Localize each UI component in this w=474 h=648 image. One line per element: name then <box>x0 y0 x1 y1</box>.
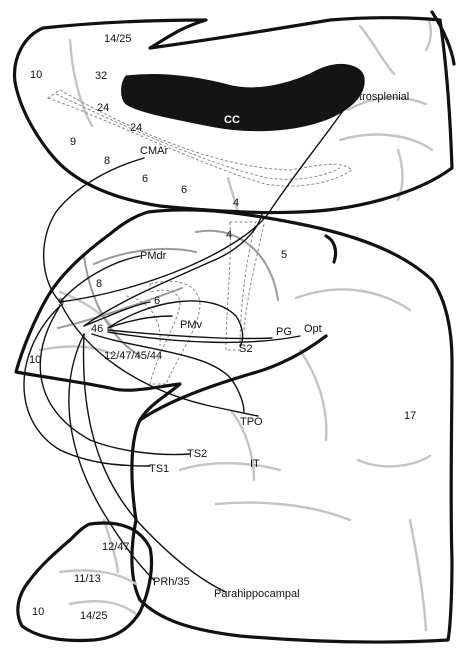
label-area-6-lateral: 6 <box>154 295 160 307</box>
label-prh-35: PRh/35 <box>153 576 190 588</box>
orbital-sulcus-3 <box>102 518 120 574</box>
connection-46-opt <box>107 331 301 344</box>
label-cmar: CMAr <box>140 145 168 157</box>
label-tpo: TPO <box>240 416 263 428</box>
label-area-6-a: 6 <box>142 173 148 185</box>
medial-sulcus-3 <box>338 133 434 152</box>
connection-46-prh <box>68 333 155 581</box>
label-pmdr: PMdr <box>140 250 167 262</box>
label-s2: S2 <box>239 343 252 355</box>
label-orbital-14-25: 14/25 <box>80 610 108 622</box>
lateral-sulcus-4 <box>230 410 256 482</box>
lunate-sulcus <box>324 234 338 264</box>
label-it: IT <box>250 458 260 470</box>
connection-9-ts2 <box>39 305 191 456</box>
connection-46-pmdr <box>83 213 263 327</box>
medial-sulcus-2 <box>346 96 428 112</box>
arcuate-sulcus <box>93 247 197 265</box>
connection-9-tpo <box>59 301 259 417</box>
corpus-callosum <box>121 63 365 132</box>
medial-sulcus-5 <box>68 38 94 128</box>
lateral-sulcus-7 <box>58 290 114 328</box>
medial-sulcus-1 <box>358 24 396 76</box>
orbital-outline <box>16 521 154 643</box>
medial-hemisphere-outline <box>12 16 454 215</box>
label-orbital-10: 10 <box>32 606 44 618</box>
label-area-9-lateral: 9 <box>58 297 64 309</box>
medial-occipital-pole <box>430 10 456 66</box>
label-area-5: 5 <box>281 249 287 261</box>
medial-sulcus-4 <box>396 148 404 202</box>
label-pmv: PMv <box>180 319 203 331</box>
lateral-sulcus-3 <box>356 454 432 468</box>
lateral-sulcus-1 <box>294 288 412 312</box>
frontal-arc <box>83 255 141 357</box>
principal-sulcus <box>57 287 183 329</box>
lateral-sulcus-9 <box>408 518 428 632</box>
lateral-sulcus-6 <box>178 462 282 472</box>
label-area-46: 46 <box>91 323 103 335</box>
orbital-sulcus-1 <box>58 569 138 586</box>
label-area-12-47-45-44: 12/47/45/44 <box>104 350 162 362</box>
central-sulcus-band-a <box>225 221 257 351</box>
label-area-8-medial: 8 <box>104 155 110 167</box>
connection-9-cmar <box>42 157 145 303</box>
lateral-view <box>14 208 454 644</box>
connection-46-s2 <box>107 300 244 347</box>
lateral-sulcus-8 <box>38 345 114 356</box>
label-area-8-lateral: 8 <box>96 278 102 290</box>
lateral-sulcus-2 <box>298 348 328 442</box>
label-medial-14-25: 14/25 <box>104 33 132 45</box>
connection-lines <box>23 103 349 593</box>
connection-9-retrosplenial <box>59 103 349 303</box>
connection-46-parahippocampal <box>82 333 227 593</box>
label-retrosplenial: Retrosplenial <box>345 91 409 103</box>
label-ts1: TS1 <box>149 463 169 475</box>
connection-46-pmv <box>107 315 173 329</box>
parietal-arc <box>195 229 279 301</box>
connection-46-pg <box>107 329 273 340</box>
label-area-24-upper: 24 <box>97 102 109 114</box>
lateral-sulcus-5 <box>214 501 352 522</box>
label-area-9-medial: 9 <box>70 136 76 148</box>
label-area-32: 32 <box>95 70 107 82</box>
sylvian-fissure <box>138 334 328 422</box>
central-sulcus-band-b <box>243 223 265 333</box>
premotor-band-a <box>149 280 201 385</box>
label-opt: Opt <box>304 323 322 335</box>
label-pg: PG <box>276 326 292 338</box>
connection-46-area6 <box>83 301 151 327</box>
label-corpus-callosum: CC <box>224 114 240 126</box>
label-area-24-lower: 24 <box>130 122 142 134</box>
connection-46-tpo <box>91 333 245 413</box>
label-ts2: TS2 <box>187 448 207 460</box>
label-area-10-lateral: 10 <box>29 354 41 366</box>
connection-9-ts1 <box>23 305 151 467</box>
area-labels: 14/25 10 32 CC Retrosplenial 24 24 9 CMA… <box>29 33 416 622</box>
orbital-view <box>16 518 154 643</box>
label-area-4-medial: 4 <box>233 197 239 209</box>
label-orbital-11-13: 11/13 <box>74 573 101 585</box>
medial-view <box>12 10 456 216</box>
label-medial-10: 10 <box>30 69 42 81</box>
cingulate-band-inner <box>55 93 341 180</box>
medial-sulcus-6 <box>424 16 432 52</box>
label-area-4-lateral: 4 <box>226 229 232 241</box>
label-orbital-12-47: 12/47 <box>102 541 130 553</box>
orbital-sulcus-2 <box>68 600 138 616</box>
lateral-hemisphere-outline <box>14 208 454 644</box>
connection-9-pmdr <box>59 255 141 303</box>
label-parahippocampal: Parahippocampal <box>214 588 300 600</box>
label-area-17: 17 <box>404 410 416 422</box>
cingulate-band-outer <box>46 89 353 187</box>
label-area-6-b: 6 <box>181 184 187 196</box>
